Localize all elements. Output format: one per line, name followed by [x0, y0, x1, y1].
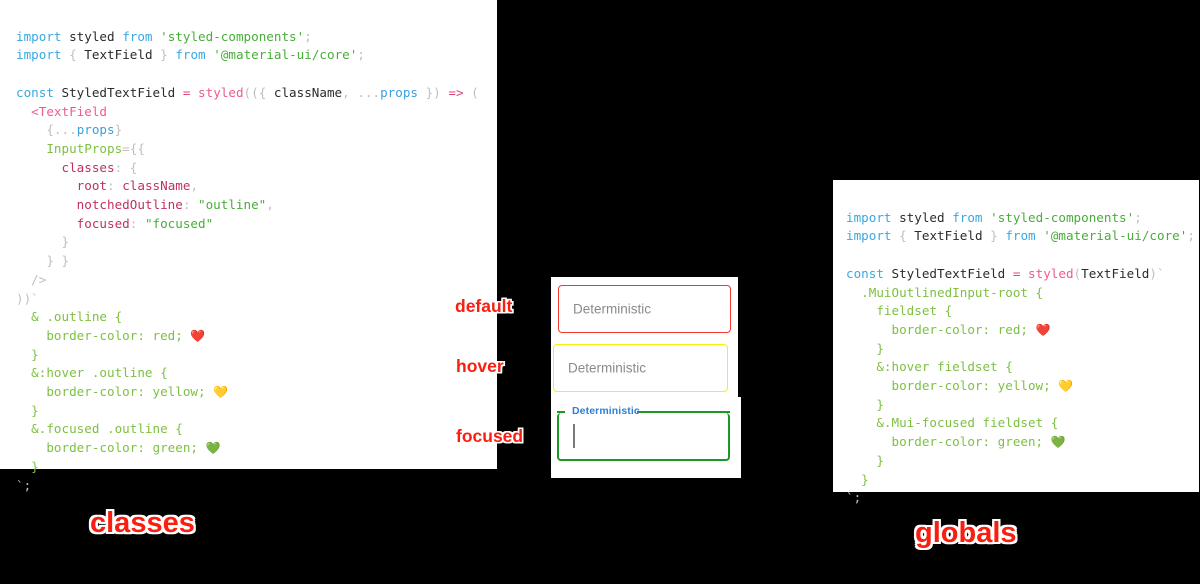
caption-globals: globals	[915, 517, 1017, 549]
textfield-focused[interactable]: Deterministic	[556, 405, 731, 461]
notch-segment-right	[636, 410, 731, 413]
text-caret	[573, 424, 575, 448]
code-panel-globals: import styled from 'styled-components'; …	[833, 180, 1199, 505]
notch-segment-left	[556, 410, 565, 413]
notched-outline	[556, 410, 731, 413]
annotation-focused: focused	[456, 426, 524, 446]
code-panel-classes: import styled from 'styled-components'; …	[0, 0, 497, 493]
textfield-default-placeholder: Deterministic	[573, 301, 652, 317]
textfield-focused-float-label: Deterministic	[572, 405, 640, 417]
annotation-default: default	[455, 296, 513, 316]
textfield-default[interactable]: Deterministic	[558, 285, 731, 333]
textfield-hover[interactable]: Deterministic	[553, 344, 728, 392]
annotation-hover: hover	[456, 356, 504, 376]
textfield-hover-placeholder: Deterministic	[568, 360, 647, 376]
caption-classes: classes	[90, 507, 195, 539]
